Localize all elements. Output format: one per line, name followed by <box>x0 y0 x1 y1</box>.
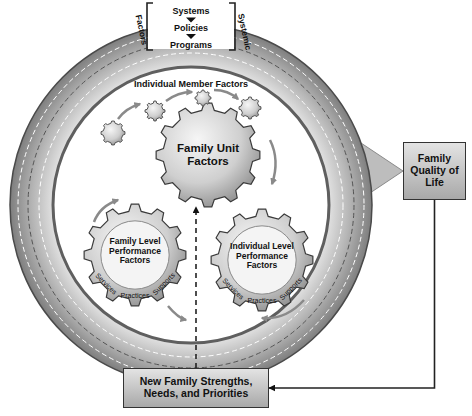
gear-hub <box>101 221 169 289</box>
outcome-box: Family Quality of Life <box>403 142 466 200</box>
gear-label: Family Level Performance Factors <box>101 237 169 266</box>
systemic-factors-ring: FactorsSystemicIndividual Member Factors… <box>9 23 373 387</box>
gear-outline <box>84 204 186 306</box>
gear-label: Individual Level Performance Factors <box>226 242 298 271</box>
individual-level-gear: Individual Level Performance FactorsServ… <box>211 209 313 311</box>
small-gear <box>101 121 125 145</box>
gear-outline <box>211 209 313 311</box>
box-label: New Family Strengths, Needs, and Priorit… <box>126 376 266 400</box>
box-outline <box>124 369 269 408</box>
member-factors-circle: Individual Member FactorsFamily Unit Fac… <box>51 65 331 345</box>
ring-band <box>10 24 372 386</box>
flow-arrow <box>195 207 197 368</box>
down-triangle <box>186 18 196 23</box>
family-level-gear: Family Level Performance FactorsServices… <box>84 204 186 306</box>
box-outline <box>404 143 466 200</box>
bracket-label: Policies <box>174 23 208 33</box>
motion-arrow <box>118 104 140 119</box>
gear-outline <box>156 103 260 207</box>
motion-arrow <box>94 200 118 222</box>
small-gear <box>145 101 165 121</box>
feedback-box: New Family Strengths, Needs, and Priorit… <box>123 368 269 408</box>
dashed-ring <box>18 32 364 378</box>
motion-arrow <box>168 306 186 320</box>
gear-label: Family Unit Factors <box>166 142 250 168</box>
motion-arrow <box>214 90 238 99</box>
motion-arrow <box>166 92 192 101</box>
small-gear <box>195 90 211 106</box>
flow-arrow <box>269 200 435 388</box>
bracket-label: Programs <box>170 40 212 50</box>
bracket <box>147 3 153 50</box>
family-unit-gear: Family Unit Factors <box>156 103 260 207</box>
dashed-ring <box>28 42 354 368</box>
dashed-ring <box>39 53 343 357</box>
down-triangle <box>186 34 196 39</box>
motion-arrow <box>270 140 276 184</box>
motion-arrow <box>262 300 304 318</box>
bracket-label: Systems <box>172 6 209 16</box>
bracket-backing <box>148 2 234 49</box>
circle-label: Individual Member Factors <box>106 79 276 89</box>
inner-circle <box>53 67 329 343</box>
box-label: Family Quality of Life <box>405 153 465 188</box>
small-gear <box>239 97 261 119</box>
bracket <box>229 3 235 50</box>
